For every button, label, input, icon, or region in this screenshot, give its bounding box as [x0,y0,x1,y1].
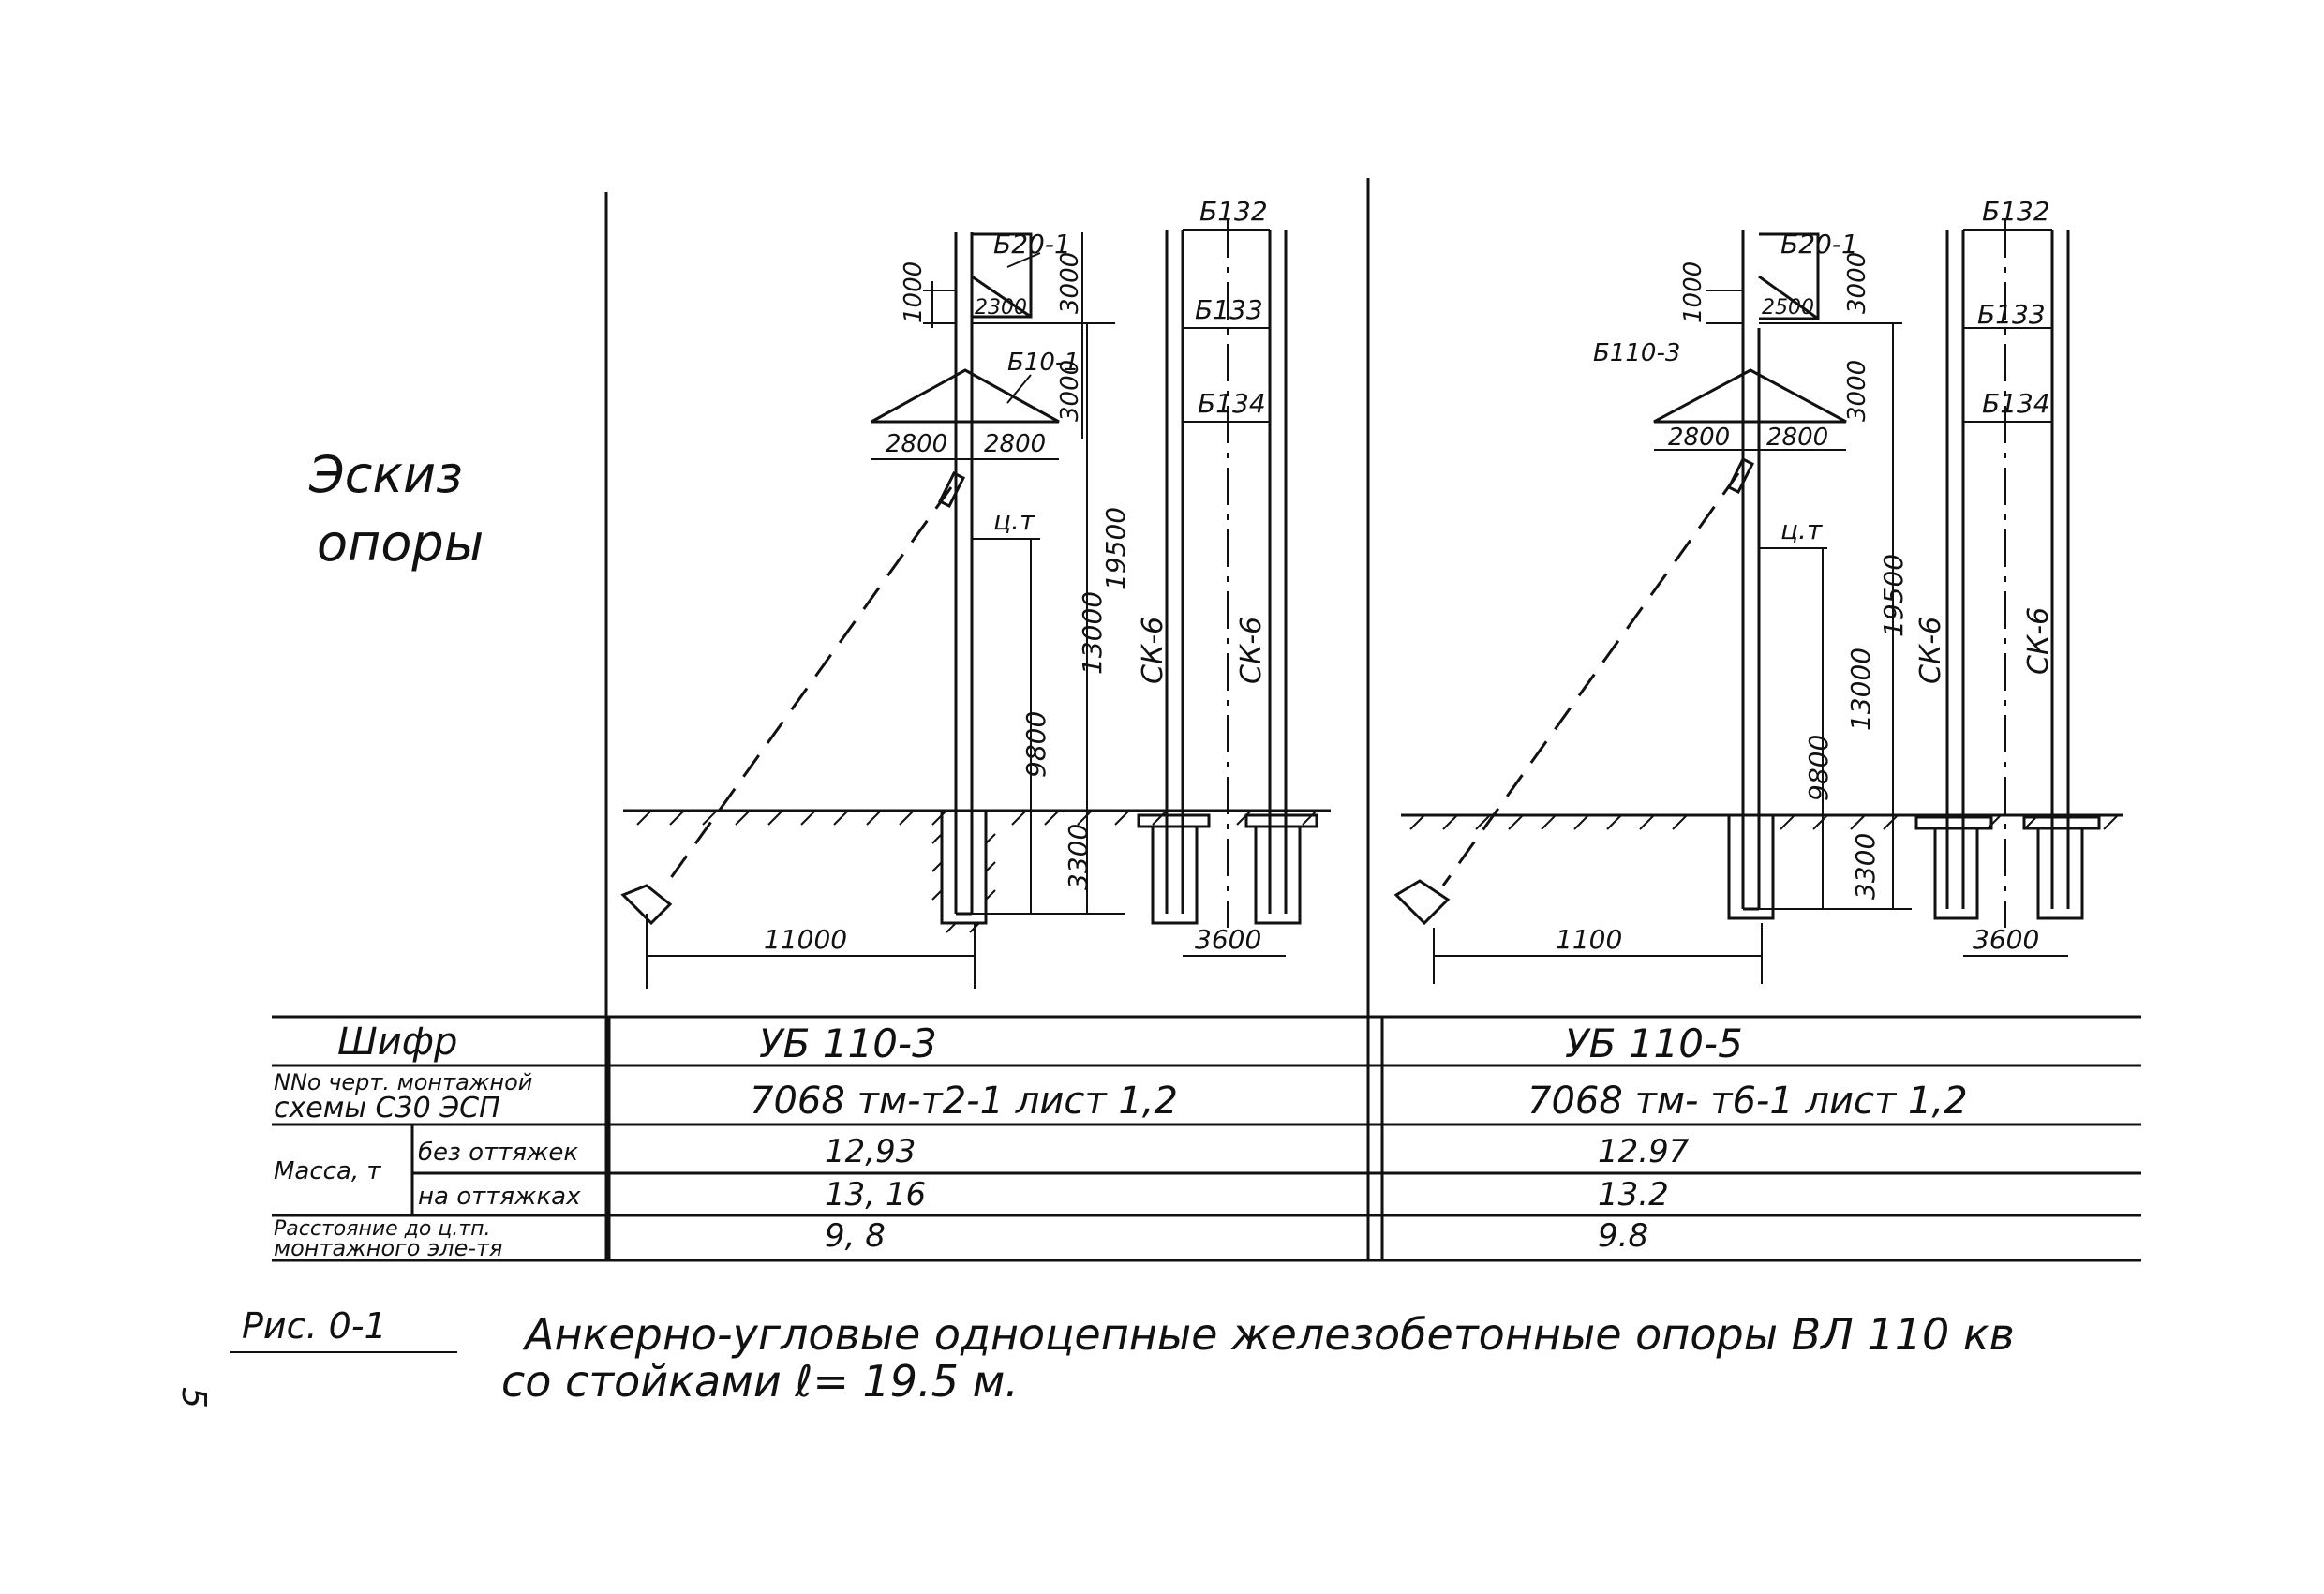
right-dim-9800: 9800 [1803,735,1834,801]
table-mass-with-label: на оттяжках [418,1183,581,1211]
left-dim-2300: 2300 [975,296,1027,320]
table-code-label: Шифр [337,1020,457,1064]
table-drawing-label-1: NNо черт. монтажной [274,1069,532,1095]
right-dim-2800-right: 2800 [1766,424,1828,452]
left-guy-clamp [937,470,966,509]
right-sk6-label-1: СК-6 [1914,617,1947,684]
right-dim-19500: 19500 [1878,554,1909,637]
right-dim-2500: 2500 [1762,296,1814,320]
right-dim-1000: 1000 [1679,261,1707,323]
page-number: 5 [174,1387,213,1408]
left-base-plate-2 [1244,813,1318,828]
right-dim-13000: 13000 [1845,648,1876,731]
left-dim-2800-left: 2800 [886,430,947,458]
right-dim-2800-left: 2800 [1668,424,1730,452]
right-b134-label: Б134 [1982,388,2050,419]
right-b133-label: Б133 [1977,299,2046,330]
table-col1-mass-with: 13, 16 [825,1176,926,1214]
left-sk6-label-2: СК-6 [1235,617,1268,684]
right-b132-label: Б132 [1982,196,2050,227]
table-col2-mass-without: 12.97 [1598,1133,1690,1170]
left-cross-arm [871,368,1060,424]
left-dim-9800: 9800 [1020,711,1051,778]
right-support-drawing: Б20-1 2500 1000 3000 3000 Б110-3 2800 28… [1393,196,2123,984]
right-ct-label: ц.т [1780,514,1823,545]
table-col1-distance: 9, 8 [825,1217,886,1255]
right-beam-cross-label: Б110-3 [1593,339,1680,367]
left-dim-13000: 13000 [1077,591,1108,675]
left-guy-wire [663,486,953,886]
sketch-label-line-2: опоры [317,514,484,573]
right-base-plate-1 [1914,815,1993,830]
left-dim-1000: 1000 [900,261,928,323]
left-sk6-label-1: СК-6 [1137,617,1169,684]
left-dim-19500: 19500 [1100,507,1131,590]
left-beam-top-label: Б20-1 [993,229,1071,260]
left-dim-3000-upper: 3000 [1056,252,1084,314]
left-base-plate-1 [1137,813,1211,828]
left-dim-3000-lower: 3000 [1056,360,1084,422]
left-dim-3600: 3600 [1195,924,1261,955]
table-col2-code: УБ 110-5 [1565,1020,1743,1066]
right-dim-3300: 3300 [1850,833,1881,900]
left-pole-pit [940,811,988,925]
left-ground-hatch [636,810,1318,826]
right-sk6-label-2: СК-6 [2022,607,2055,675]
right-guy-clamp [1726,456,1755,495]
right-dim-1100: 1100 [1556,924,1622,955]
table-distance-label-2: монтажного эле-тя [274,1235,502,1261]
right-dim-3600: 3600 [1973,924,2039,955]
right-beam-top-label: Б20-1 [1780,229,1858,260]
table-col2-drawing: 7068 тм- т6-1 лист 1,2 [1527,1080,1968,1123]
left-top-beam [972,232,1033,319]
table-col2-mass-with: 13.2 [1598,1176,1669,1214]
table-col1-drawing: 7068 тм-т2-1 лист 1,2 [750,1080,1178,1123]
caption-line-1: Анкерно-угловые одноцепные железобетонны… [522,1309,2015,1360]
right-dim-3000-upper: 3000 [1843,252,1871,314]
right-base-plate-2 [2022,815,2101,830]
right-dim-3000-lower: 3000 [1843,360,1871,422]
figure-label: Рис. 0-1 [242,1305,387,1347]
spec-table: Шифр NNо черт. монтажной схемы С30 ЭСП М… [272,1015,2141,1262]
table-drawing-label-2: схемы С30 ЭСП [274,1092,500,1125]
left-ct-label: ц.т [993,505,1035,536]
table-mass-label: Масса, т [274,1157,381,1185]
left-b132-label: Б132 [1199,196,1268,227]
left-anchor [620,884,673,926]
left-dim-11000: 11000 [764,924,847,955]
table-mass-without-label: без оттяжек [418,1139,578,1167]
right-ground-hatch [1409,814,2119,830]
right-guy-wire [1441,472,1740,886]
left-dim-3300: 3300 [1063,824,1094,890]
sketch-label-line-1: Эскиз [308,445,463,504]
right-top-beam [1759,232,1820,320]
left-beam-cross-label: Б10-1 [1007,349,1080,377]
caption-line-2: со стойками ℓ= 19.5 м. [501,1356,1019,1407]
left-dim-2800-right: 2800 [984,430,1046,458]
table-col1-mass-without: 12,93 [825,1133,916,1170]
left-b133-label: Б133 [1195,294,1263,325]
table-col2-distance: 9.8 [1598,1217,1648,1255]
table-col1-code: УБ 110-3 [759,1020,937,1066]
left-b134-label: Б134 [1198,388,1266,419]
right-anchor [1393,879,1451,926]
table-distance-label-1: Расстояние до ц.тп. [274,1217,490,1241]
right-cross-arm [1653,368,1847,424]
left-support-drawing: Б20-1 2300 1000 3000 3000 Б10-1 2800 280… [620,196,1331,989]
